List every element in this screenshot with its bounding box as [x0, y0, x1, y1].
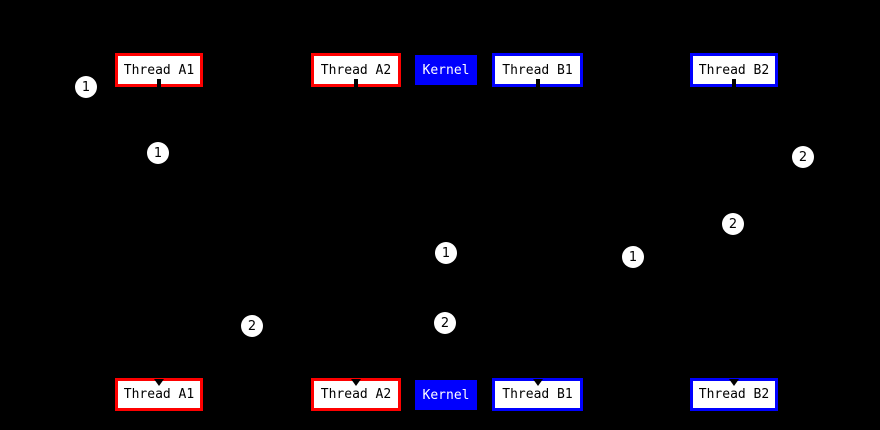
box-thread-b2-bottom: Thread B2	[690, 378, 778, 411]
lifeline-tick-icon	[354, 79, 358, 88]
step-marker-2: 2	[722, 213, 744, 235]
box-thread-a1-bottom: Thread A1	[115, 378, 203, 411]
box-label: Thread B1	[502, 62, 573, 78]
box-kernel-top: Kernel	[415, 55, 477, 85]
box-thread-a2-bottom: Thread A2	[311, 378, 401, 411]
box-label: Thread A2	[320, 62, 392, 78]
box-label: Kernel	[422, 62, 470, 78]
box-thread-a2-top: Thread A2	[311, 53, 401, 88]
box-label: Kernel	[422, 387, 470, 403]
step-marker-1: 1	[435, 242, 457, 264]
step-marker-1: 1	[622, 246, 644, 268]
box-thread-a1-top: Thread A1	[115, 53, 203, 88]
arrowhead-icon	[351, 379, 361, 386]
box-label: Thread B2	[698, 387, 770, 402]
arrowhead-icon	[154, 379, 164, 386]
step-marker-2: 2	[241, 315, 263, 337]
box-label: Thread B1	[502, 387, 573, 402]
box-label: Thread A1	[123, 387, 195, 402]
step-marker-1: 1	[75, 76, 97, 98]
step-marker-2: 2	[434, 312, 456, 334]
box-thread-b1-bottom: Thread B1	[492, 378, 583, 411]
lifeline-tick-icon	[535, 79, 540, 88]
box-label: Thread B2	[698, 62, 770, 78]
box-thread-b2-top: Thread B2	[690, 53, 778, 88]
box-kernel-bottom: Kernel	[415, 380, 477, 410]
box-label: Thread A2	[320, 387, 392, 402]
arrowhead-icon	[729, 379, 739, 386]
box-thread-b1-top: Thread B1	[492, 53, 583, 88]
arrowhead-icon	[532, 379, 543, 386]
box-label: Thread A1	[123, 62, 195, 78]
lifeline-tick-icon	[157, 79, 161, 88]
step-marker-1: 1	[147, 142, 169, 164]
step-marker-2: 2	[792, 146, 814, 168]
lifeline-tick-icon	[732, 79, 736, 88]
